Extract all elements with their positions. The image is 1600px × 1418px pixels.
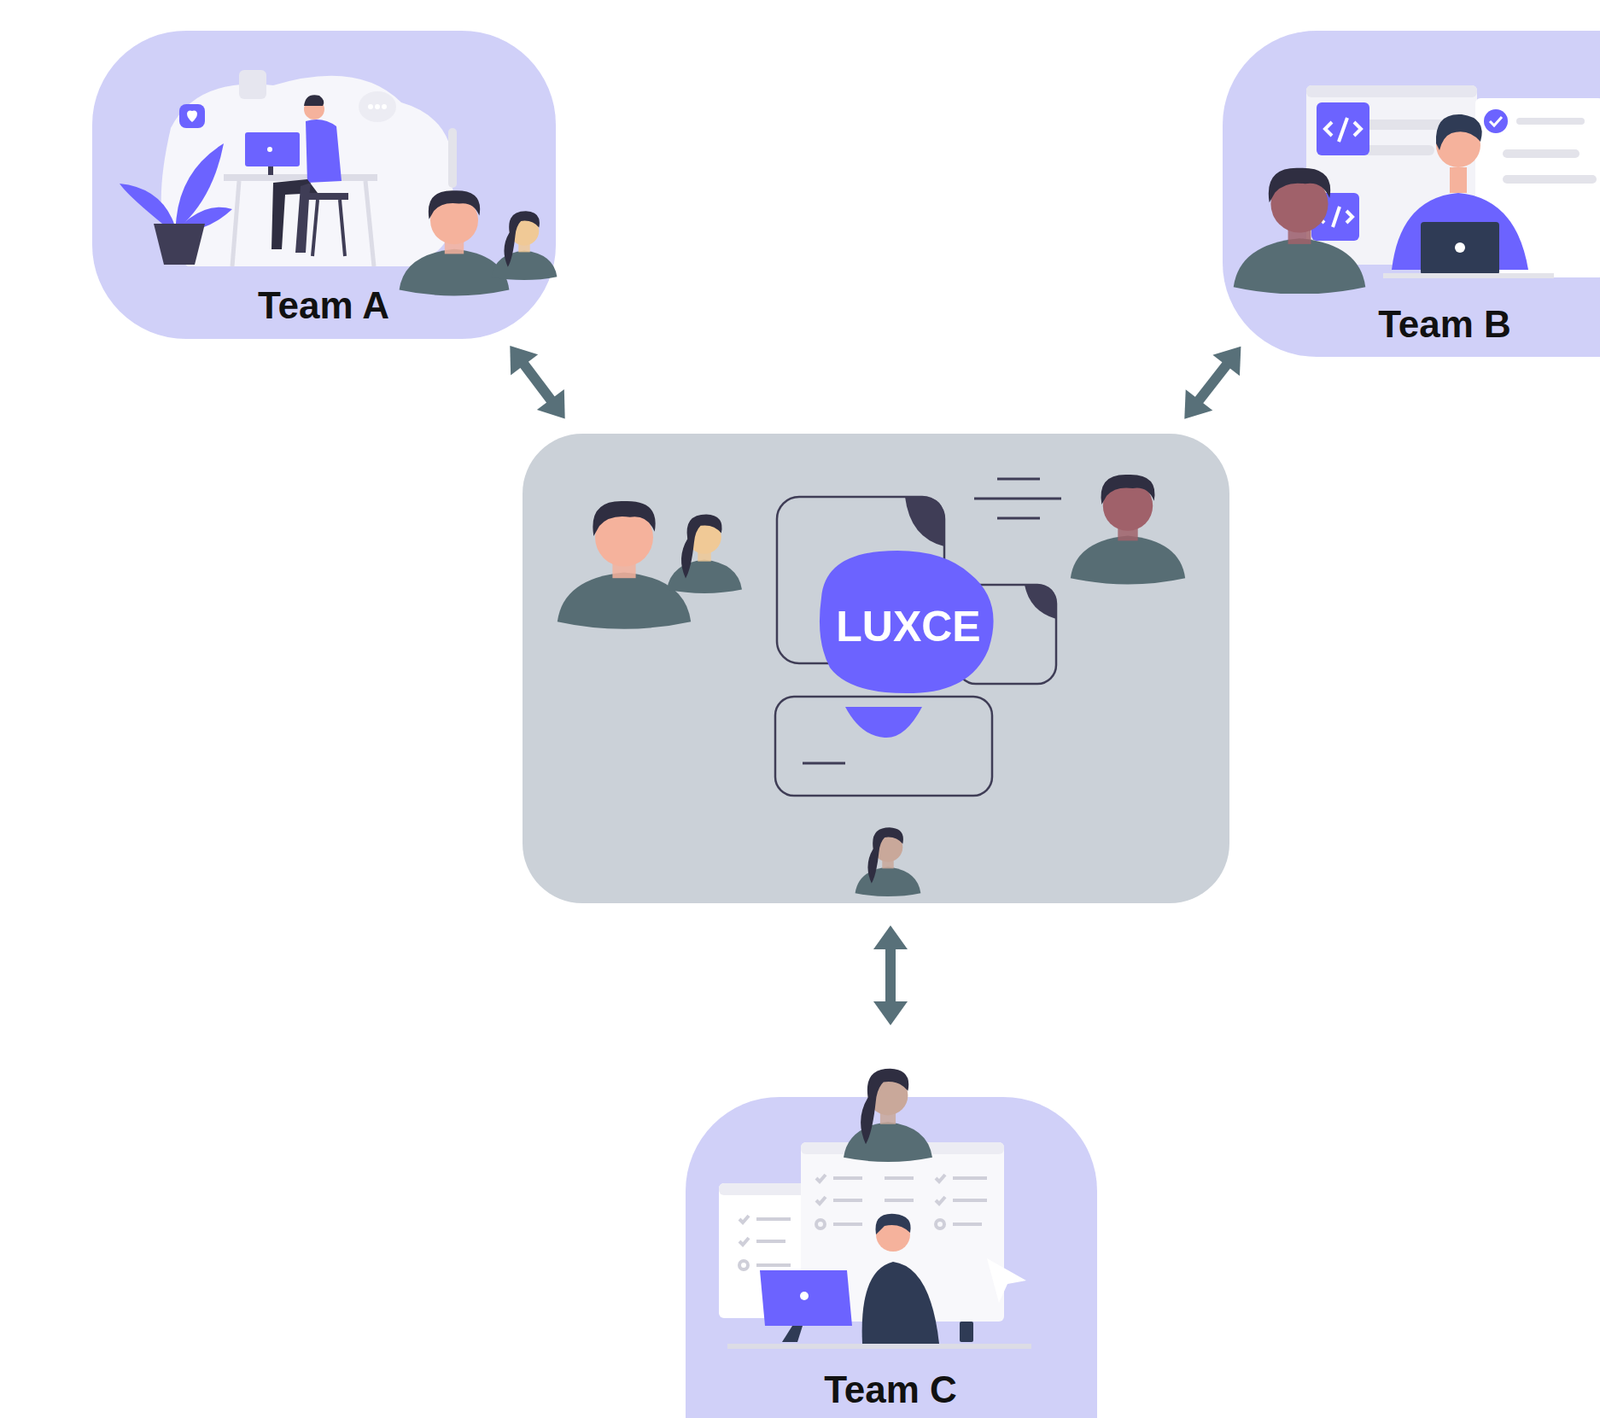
arrow-head — [873, 925, 908, 950]
double-arrow — [873, 925, 908, 1026]
arrow-shaft — [885, 942, 896, 1009]
arrow-shaft — [519, 359, 555, 406]
luxce-illustration — [557, 474, 1186, 897]
double-arrow — [1184, 346, 1241, 420]
node-label: Team A — [257, 285, 390, 327]
double-arrow — [509, 345, 565, 419]
team-box: Team C — [685, 1097, 1098, 1418]
arrow-head — [1184, 389, 1213, 419]
team-a-illustration — [119, 70, 557, 296]
team-box: Team A — [92, 30, 556, 339]
arrow-head — [537, 389, 566, 419]
team-box: LUXCE — [522, 433, 1230, 904]
arrow-head — [873, 1001, 908, 1026]
arrow-shaft — [1195, 360, 1232, 406]
arrow-head — [1212, 346, 1241, 376]
arrow-head — [509, 345, 538, 375]
team-b-illustration — [1233, 85, 1600, 295]
node-label: Team C — [823, 1369, 958, 1411]
node-label: Team B — [1378, 303, 1512, 345]
node-label: LUXCE — [835, 603, 981, 651]
team-c-illustration — [718, 1068, 1032, 1349]
team-box: Team B — [1222, 30, 1600, 357]
